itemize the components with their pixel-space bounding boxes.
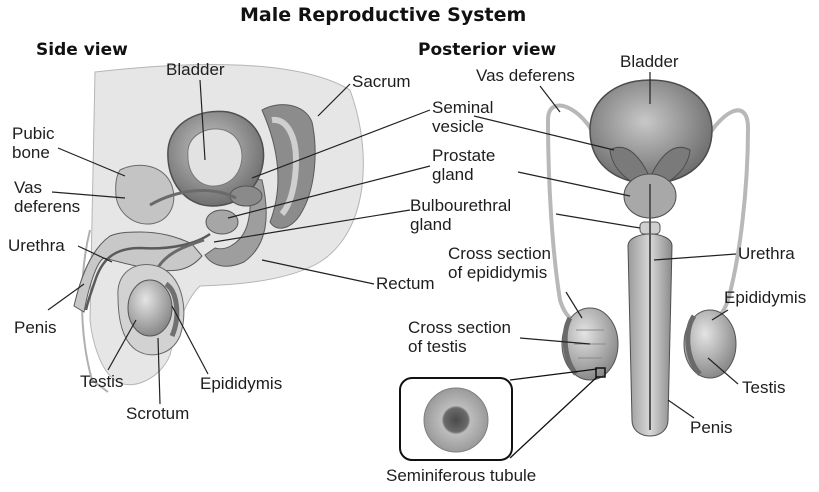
- label-bladder-side: Bladder: [166, 60, 225, 79]
- label-bladder-posterior: Bladder: [620, 52, 679, 71]
- label-penis-posterior: Penis: [690, 418, 733, 437]
- bladder-lumen: [188, 129, 242, 186]
- label-epididymis-side: Epididymis: [200, 374, 282, 393]
- label-vas-deferens-posterior: Vas deferens: [476, 66, 575, 85]
- label-urethra-posterior: Urethra: [738, 244, 795, 263]
- label-testis-posterior: Testis: [742, 378, 785, 397]
- side-view-heading: Side view: [36, 40, 128, 60]
- diagram-title: Male Reproductive System: [240, 4, 526, 26]
- label-testis-side: Testis: [80, 372, 123, 391]
- label-seminal-vesicle: Seminal vesicle: [432, 98, 493, 136]
- label-epididymis-posterior: Epididymis: [724, 288, 806, 307]
- label-seminiferous-tubule: Seminiferous tubule: [386, 466, 536, 485]
- label-cross-section-testis: Cross section of testis: [408, 318, 511, 356]
- label-prostate-gland: Prostate gland: [432, 146, 495, 184]
- label-rectum: Rectum: [376, 274, 435, 293]
- label-scrotum: Scrotum: [126, 404, 189, 423]
- label-pubic-bone: Pubic bone: [12, 124, 55, 162]
- label-bulbourethral-gland: Bulbourethral gland: [410, 196, 511, 234]
- label-cross-section-epididymis: Cross section of epididymis: [448, 244, 551, 282]
- posterior-view-heading: Posterior view: [418, 40, 556, 60]
- label-penis-side: Penis: [14, 318, 57, 337]
- label-sacrum: Sacrum: [352, 72, 411, 91]
- label-vas-deferens-side: Vas deferens: [14, 178, 80, 216]
- seminiferous-tubule-shape: [424, 388, 488, 452]
- testis-side-shape: [128, 280, 172, 336]
- posterior-bladder-shape: [590, 80, 712, 184]
- inset-connector-bottom: [510, 377, 597, 458]
- label-urethra-side: Urethra: [8, 236, 65, 255]
- prostate-shape: [206, 210, 238, 234]
